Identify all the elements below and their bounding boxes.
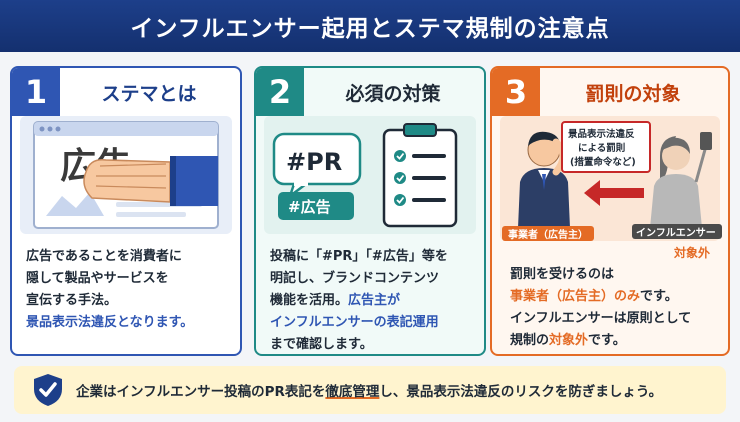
hand-covering-ad-icon: 広告 bbox=[33, 121, 219, 229]
ad-hiding-illustration: 広告 bbox=[20, 116, 232, 234]
body-line: 事業者（広告主）のみです。 bbox=[510, 286, 718, 308]
body-emphasis: 景品表示法違反となります。 bbox=[26, 315, 194, 330]
card-title: ステマとは bbox=[101, 82, 197, 105]
card-number: 2 bbox=[256, 68, 304, 116]
checklist-icon bbox=[382, 123, 458, 228]
body-line: 機能を活用。広告主が bbox=[270, 290, 474, 312]
card-stealth-marketing: 1 ステマとは 広告 広告であることを消費者に 隠して製品やサービスを 宣伝する… bbox=[10, 66, 242, 356]
footer-text-segment: し、景品表示法違反のリスクを防ぎましょう。 bbox=[379, 384, 663, 400]
header-banner: インフルエンサー起用とステマ規制の注意点 bbox=[0, 0, 740, 52]
body-emphasis: 広告主が bbox=[348, 293, 401, 308]
card-title: 罰則の対象 bbox=[585, 82, 681, 105]
footer-text-segment: 企業はインフルエンサー投稿のPR表記を bbox=[76, 384, 326, 400]
penalty-line: 景品表示法違反 bbox=[567, 128, 635, 140]
influencer-label: インフルエンサー bbox=[636, 227, 716, 239]
footer-message: 企業はインフルエンサー投稿のPR表記を徹底管理し、景品表示法違反のリスクを防ぎま… bbox=[76, 380, 662, 400]
penalty-line: (措置命令など) bbox=[570, 156, 636, 168]
card-body: 罰則を受けるのは 事業者（広告主）のみです。 インフルエンサーは原則として 規制… bbox=[510, 264, 718, 352]
card-body: 広告であることを消費者に 隠して製品やサービスを 宣伝する手法。 景品表示法違反… bbox=[26, 246, 230, 334]
shield-check-icon bbox=[26, 372, 70, 408]
body-line: 隠して製品やサービスを bbox=[26, 271, 169, 286]
footer-banner: 企業はインフルエンサー投稿のPR表記を徹底管理し、景品表示法違反のリスクを防ぎま… bbox=[14, 366, 726, 414]
body-emphasis: インフルエンサーの表記運用 bbox=[270, 315, 439, 330]
card-penalty-target: 3 罰則の対象 事業者（広告主） 景品表示法違反 による罰則 (措置命令など) bbox=[490, 66, 730, 356]
disclosure-illustration: #PR #広告 bbox=[264, 116, 476, 234]
arrow-left-icon bbox=[584, 180, 644, 206]
influencer-with-selfie-stick-icon bbox=[650, 132, 712, 228]
body-line: 罰則を受けるのは bbox=[510, 267, 615, 282]
business-label: 事業者（広告主） bbox=[508, 228, 588, 241]
disclosure-graphic: #PR #広告 bbox=[272, 123, 458, 228]
body-emphasis: 対象外 bbox=[549, 333, 589, 348]
penalty-graphic: 事業者（広告主） 景品表示法違反 による罰則 (措置命令など) インフルエンサ bbox=[502, 121, 722, 241]
card-body: 投稿に「#PR」「#広告」等を 明記し、ブランドコンテンツ 機能を活用。広告主が… bbox=[270, 246, 474, 354]
body-line: 投稿に「#PR」「#広告」等を bbox=[270, 249, 448, 264]
body-emphasis: 事業者（広告主）のみ bbox=[510, 289, 641, 304]
body-text-segment: 機能を活用。 bbox=[270, 293, 349, 308]
body-line: 規制の対象外です。 bbox=[510, 330, 718, 352]
page-title: インフルエンサー起用とステマ規制の注意点 bbox=[130, 16, 610, 42]
ad-tag: #広告 bbox=[288, 198, 331, 216]
speech-bubble-icon bbox=[272, 132, 362, 198]
body-line: インフルエンサーは原則として bbox=[510, 311, 692, 326]
body-line: まで確認します。 bbox=[270, 337, 373, 352]
out-of-scope-label: 対象外 bbox=[674, 246, 711, 260]
body-line: 明記し、ブランドコンテンツ bbox=[270, 271, 440, 286]
body-text-segment: 規制の bbox=[510, 333, 550, 348]
body-line: 宣伝する手法。 bbox=[26, 293, 118, 308]
body-line: 広告であることを消費者に bbox=[26, 249, 182, 264]
body-text-segment: です。 bbox=[588, 333, 626, 348]
body-text-segment: です。 bbox=[640, 289, 678, 304]
pr-tag: #PR bbox=[286, 148, 342, 176]
footer-emphasis: 徹底管理 bbox=[325, 384, 380, 400]
card-number: 3 bbox=[492, 68, 540, 116]
card-required-measures: 2 必須の対策 #PR #広告 bbox=[254, 66, 486, 356]
penalty-line: による罰則 bbox=[578, 142, 625, 154]
penalty-illustration: 事業者（広告主） 景品表示法違反 による罰則 (措置命令など) インフルエンサ bbox=[500, 116, 722, 241]
card-number: 1 bbox=[12, 68, 60, 116]
card-title: 必須の対策 bbox=[345, 82, 441, 105]
